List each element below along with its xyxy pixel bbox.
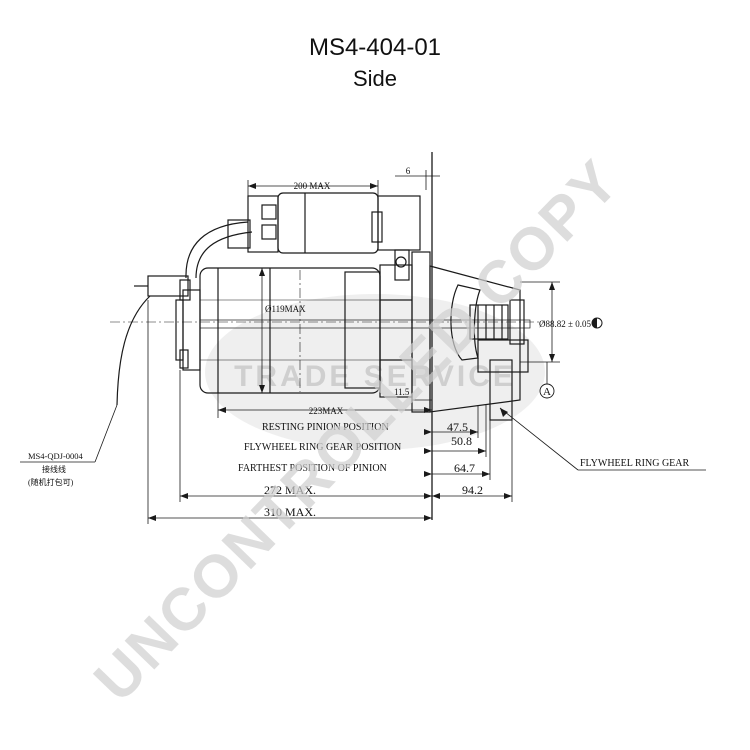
solenoid <box>277 192 379 254</box>
drawing-title: MS4-404-01 <box>308 34 442 61</box>
label-flywheel-ring-gear: FLYWHEEL RING GEAR <box>580 458 690 469</box>
dim-94-2: 94.2 <box>462 483 483 497</box>
dim-200: 200 MAX <box>294 181 331 191</box>
dim-272: 272 MAX. <box>264 483 316 497</box>
pinion-housing <box>429 265 521 413</box>
dim-119: Ø119MAX <box>265 304 306 314</box>
dimension-arrows <box>148 183 555 521</box>
label-part-cn2: (随机打包可) <box>28 477 74 487</box>
dimension-lines <box>20 170 706 524</box>
dim-223: 223MAX <box>309 406 344 416</box>
starter-motor <box>116 192 531 421</box>
watermark-band: TRADE SERVICE <box>205 294 545 450</box>
datum-label: A <box>543 386 551 398</box>
dim-47-5: 47.5 <box>447 420 468 434</box>
dim-11-5: 11.5 <box>394 387 410 397</box>
label-part-cn1: 接线线 <box>42 464 66 474</box>
label-flywheel-position: FLYWHEEL RING GEAR POSITION <box>244 442 401 453</box>
dim-310: 310 MAX. <box>264 505 316 519</box>
drawing-subtitle: Side <box>352 66 398 91</box>
watermark-uncontrolled-copy: UNCONTROLLED COPY <box>81 147 632 714</box>
dim-64-7: 64.7 <box>454 461 475 475</box>
dim-6: 6 <box>406 166 411 176</box>
datum-circle <box>539 383 555 399</box>
label-part-code: MS4-QDJ-0004 <box>28 451 84 461</box>
label-farthest-pinion: FARTHEST POSITION OF PINION <box>238 463 387 474</box>
dim-88-82: Ø88.82 ± 0.05 <box>539 319 591 329</box>
dim-50-8: 50.8 <box>451 434 472 448</box>
center-lines <box>110 270 545 392</box>
label-resting-pinion: RESTING PINION POSITION <box>262 422 389 433</box>
